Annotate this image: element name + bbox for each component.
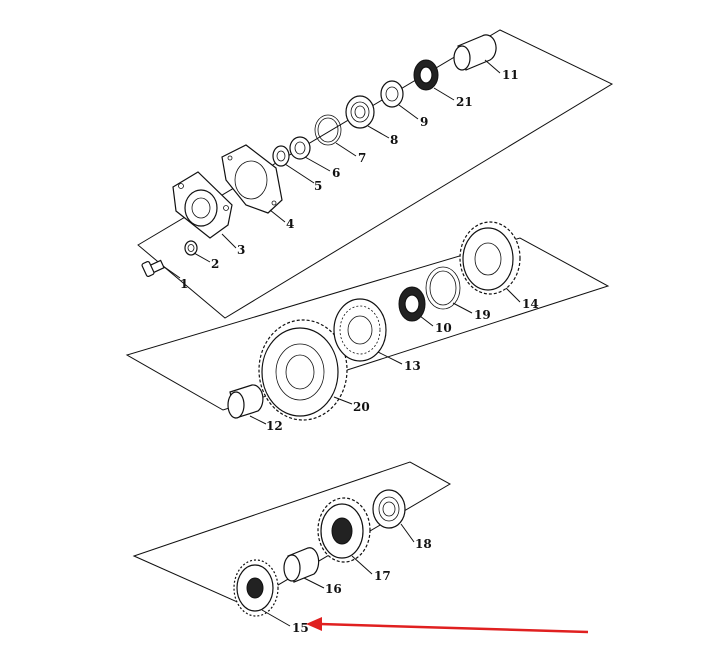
- part-5-seal: [272, 145, 290, 167]
- callout-15: 15: [292, 621, 309, 635]
- callout-12: 12: [266, 419, 283, 433]
- part-3-flange: [172, 171, 233, 239]
- part-21-needlebearing: [413, 59, 439, 91]
- part-20-large-gear: [258, 319, 348, 421]
- part-7-snapring: [314, 114, 342, 146]
- part-13-synchronizer: [333, 298, 387, 362]
- part-9-race: [380, 80, 404, 108]
- part-19-ring: [425, 266, 461, 310]
- frame-top: [137, 29, 614, 319]
- callout-2: 2: [211, 257, 219, 271]
- part-12-bushing: [227, 384, 264, 419]
- highlight-arrow: [306, 617, 589, 634]
- callout-4: 4: [286, 217, 294, 231]
- part-1-bolt: [141, 259, 165, 277]
- callout-17: 17: [374, 569, 391, 583]
- callout-20: 20: [353, 400, 370, 414]
- callout-6: 6: [332, 166, 340, 180]
- callout-13: 13: [404, 359, 421, 373]
- callout-3: 3: [237, 243, 245, 257]
- part-15-small-gear: [233, 559, 279, 617]
- callout-19: 19: [474, 308, 491, 322]
- part-8-bearing: [345, 95, 375, 129]
- leader-lines: [162, 59, 521, 627]
- callout-7: 7: [358, 151, 366, 165]
- callout-21: 21: [456, 95, 473, 109]
- callout-5: 5: [314, 179, 322, 193]
- callout-1: 1: [180, 277, 188, 291]
- callout-11: 11: [502, 68, 519, 82]
- callout-14: 14: [522, 297, 539, 311]
- part-14-gear: [459, 221, 521, 295]
- part-4-gasket: [221, 144, 283, 214]
- part-10-needlebearing: [398, 286, 426, 322]
- part-16-bushing: [283, 547, 320, 583]
- callout-9: 9: [420, 115, 428, 129]
- callout-18: 18: [415, 537, 432, 551]
- frame-middle: [125, 237, 610, 411]
- callout-16: 16: [325, 582, 342, 596]
- callout-8: 8: [390, 133, 398, 147]
- part-17-gear: [317, 497, 371, 563]
- part-18-bearing: [372, 489, 406, 529]
- frame-bottom: [132, 461, 452, 606]
- part-2-washer: [184, 240, 198, 256]
- part-6-lockwasher: [289, 136, 311, 160]
- callout-10: 10: [435, 321, 452, 335]
